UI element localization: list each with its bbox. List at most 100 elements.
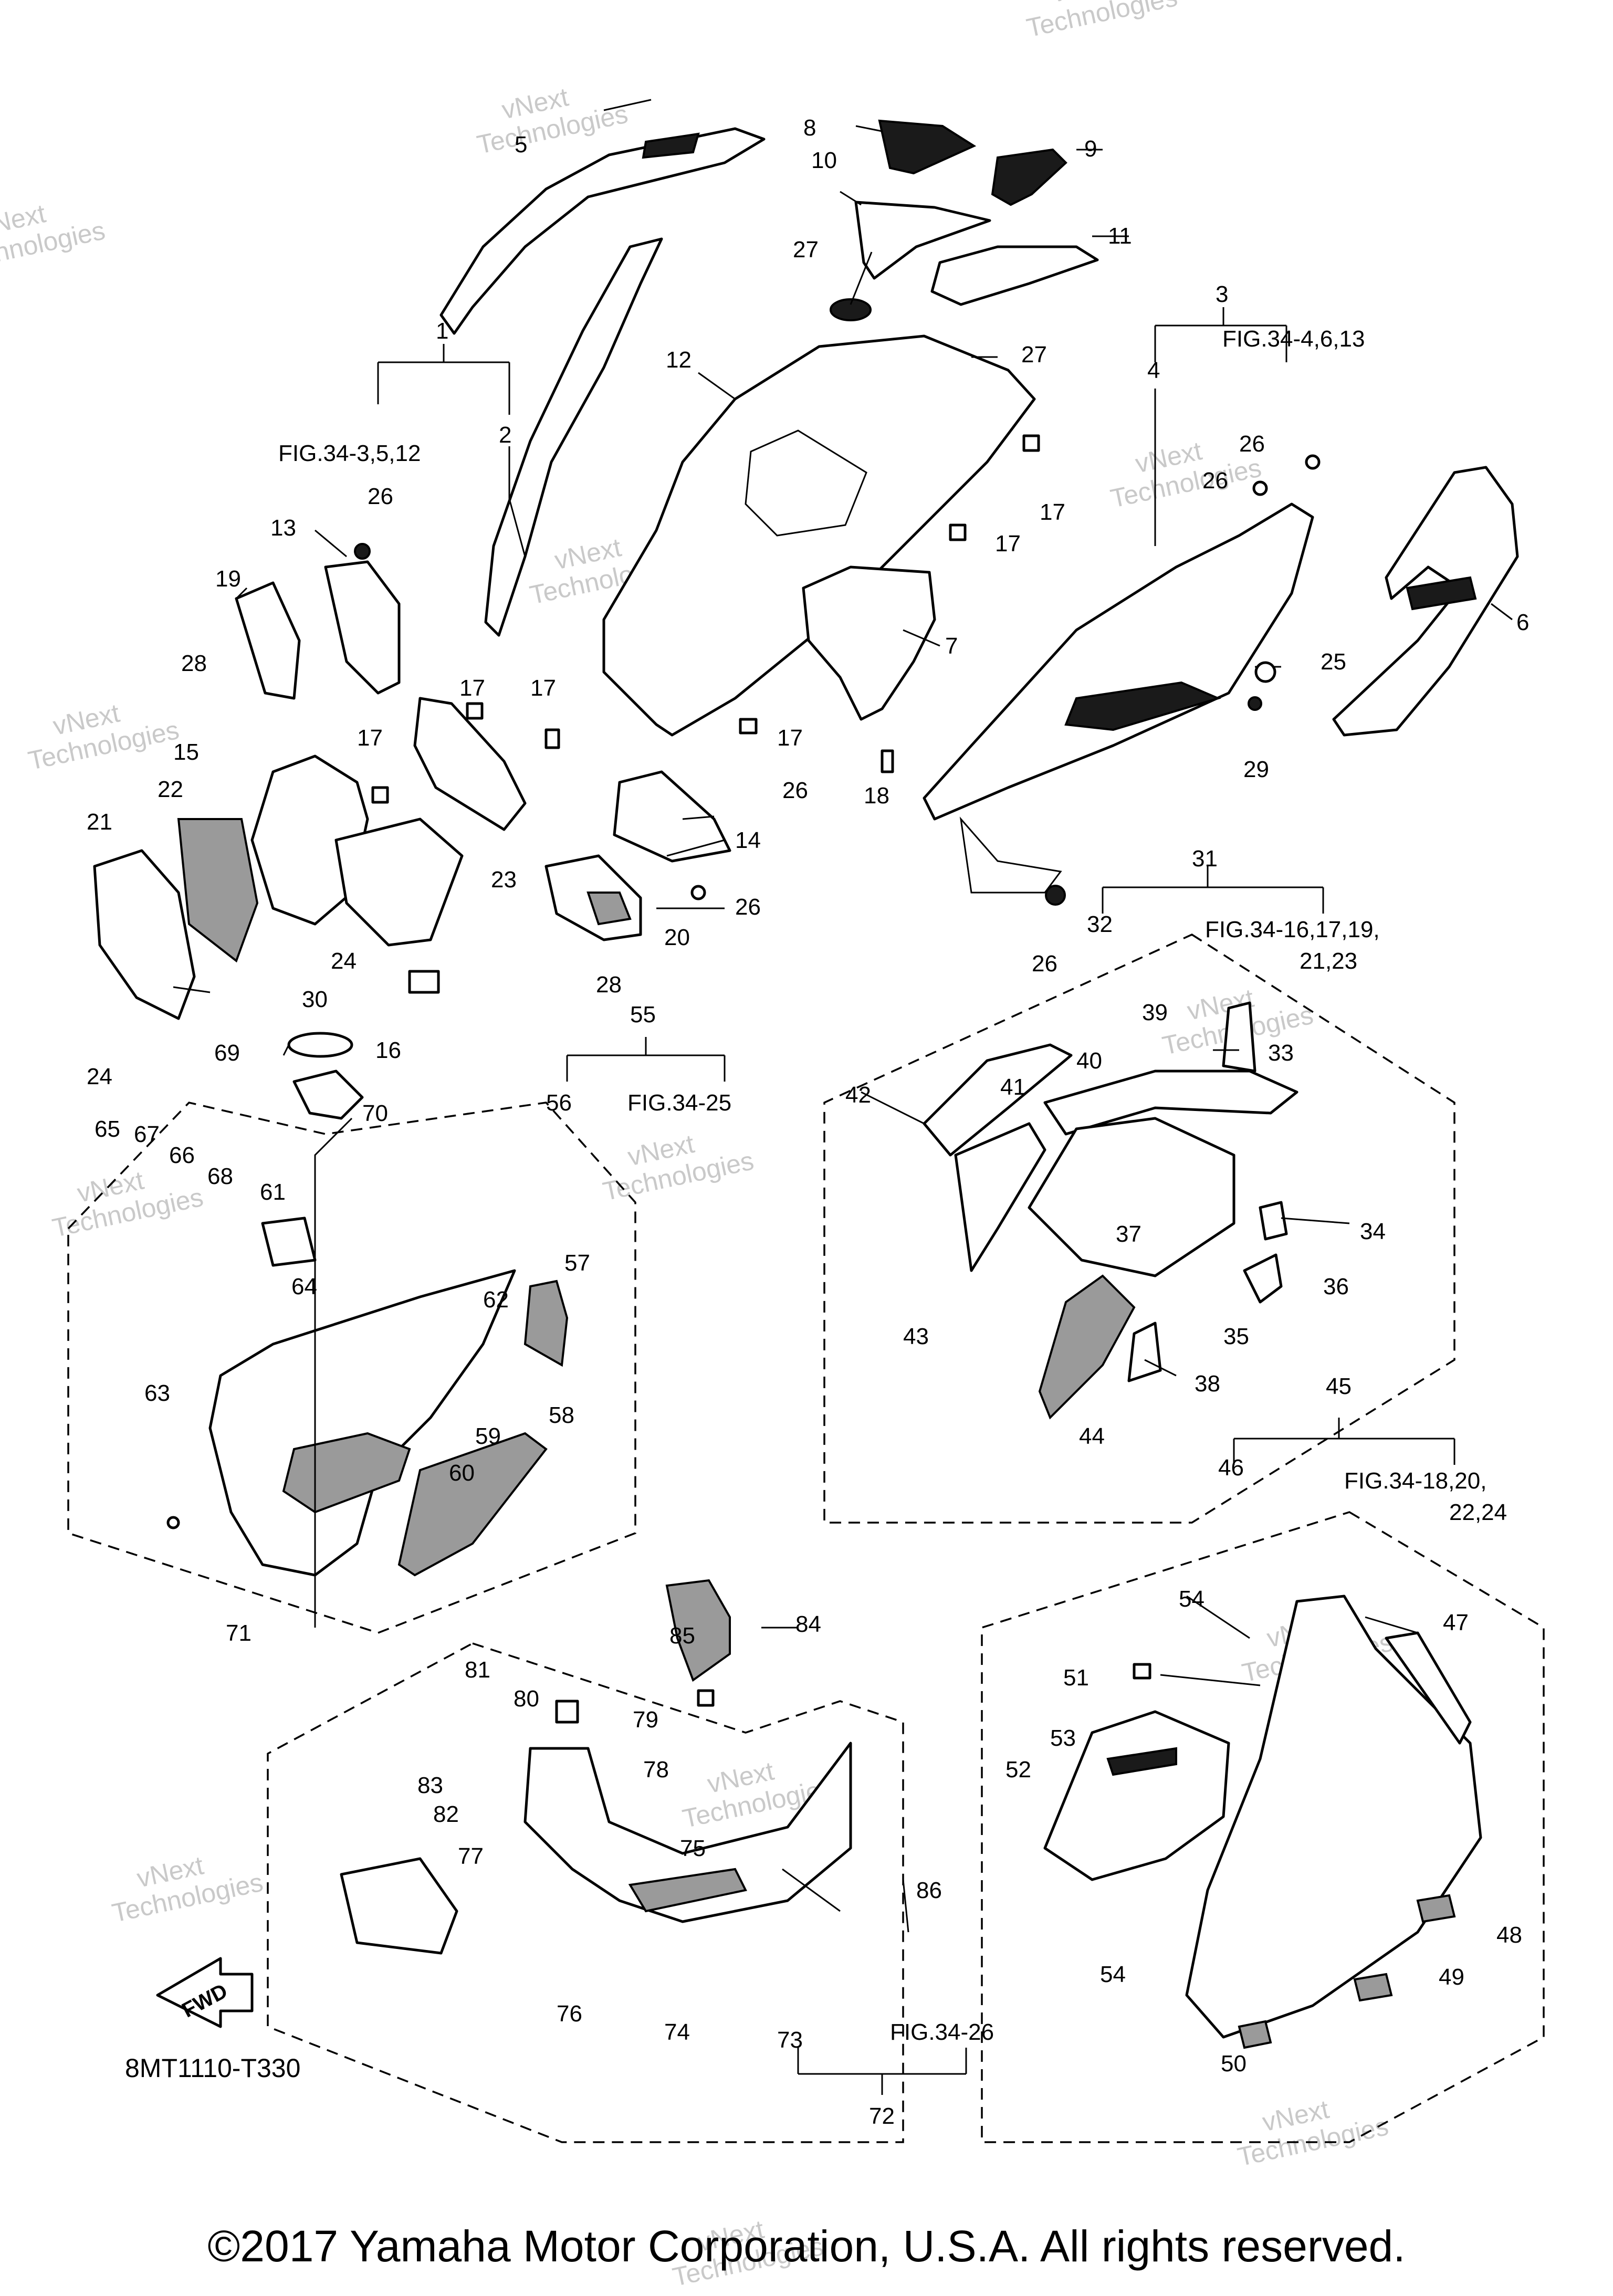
part-27-grommet bbox=[830, 298, 872, 321]
part-34 bbox=[1259, 1201, 1288, 1241]
part-58-mesh bbox=[397, 1432, 548, 1577]
callout-26: 26 bbox=[782, 778, 808, 803]
part-44-mesh bbox=[1038, 1274, 1136, 1420]
callout-80: 80 bbox=[514, 1686, 539, 1712]
callout-46: 46 bbox=[1218, 1455, 1244, 1481]
callout-86: 86 bbox=[916, 1878, 942, 1903]
part-4-side-panel bbox=[923, 502, 1314, 821]
callout-25: 25 bbox=[1321, 649, 1346, 675]
part-8 bbox=[878, 119, 977, 175]
part-36 bbox=[1243, 1253, 1283, 1304]
part-42 bbox=[923, 1043, 1073, 1157]
callout-57: 57 bbox=[564, 1250, 590, 1276]
part-4-lower-frame bbox=[959, 816, 1062, 894]
fasteners bbox=[166, 434, 1321, 1724]
part-57-mesh bbox=[523, 1280, 569, 1367]
callout-21: 21 bbox=[87, 809, 112, 835]
callout-66: 66 bbox=[169, 1142, 195, 1168]
callout-72: 72 bbox=[869, 2103, 895, 2129]
callout-42: 42 bbox=[845, 1082, 871, 1108]
callout-32: 32 bbox=[1087, 911, 1113, 937]
leader-lines bbox=[173, 99, 1513, 2095]
callout-11: 11 bbox=[1108, 223, 1132, 249]
callout-50: 50 bbox=[1221, 2051, 1247, 2077]
part-41 bbox=[954, 1122, 1046, 1272]
callout-51: 51 bbox=[1063, 1665, 1089, 1691]
callout-73: 73 bbox=[777, 2027, 803, 2053]
copyright-notice: ©2017 Yamaha Motor Corporation, U.S.A. A… bbox=[207, 2221, 1406, 2271]
callout-3: 3 bbox=[1216, 281, 1228, 307]
fig-ref-3: FIG.34-4,6,13 bbox=[1222, 326, 1365, 352]
callout-17: 17 bbox=[530, 675, 556, 701]
callout-55: 55 bbox=[630, 1002, 656, 1028]
callout-37: 37 bbox=[1116, 1221, 1141, 1247]
callout-22: 22 bbox=[158, 777, 183, 802]
callout-24: 24 bbox=[87, 1064, 112, 1089]
part-33 bbox=[1222, 1001, 1256, 1073]
callout-49: 49 bbox=[1439, 1964, 1464, 1990]
part-19 bbox=[235, 581, 301, 700]
callout-18: 18 bbox=[864, 783, 889, 809]
watermark: Technologies bbox=[1024, 0, 1180, 43]
callout-77: 77 bbox=[458, 1843, 484, 1869]
part-46-inner bbox=[1043, 1710, 1230, 1881]
part-12-inner-line bbox=[745, 429, 867, 537]
part-46-side-cowl bbox=[1185, 1595, 1482, 2039]
callout-1: 1 bbox=[436, 318, 448, 344]
callout-29: 29 bbox=[1243, 757, 1269, 782]
callout-67: 67 bbox=[134, 1121, 160, 1147]
callout-59: 59 bbox=[475, 1423, 501, 1449]
part-7 bbox=[802, 565, 936, 721]
callout-79: 79 bbox=[633, 1707, 658, 1733]
callout-26: 26 bbox=[1202, 468, 1228, 494]
callout-9: 9 bbox=[1084, 136, 1097, 162]
part-38 bbox=[1127, 1322, 1162, 1382]
part-84-plate bbox=[665, 1579, 731, 1682]
part-9 bbox=[991, 148, 1067, 206]
callout-36: 36 bbox=[1323, 1274, 1349, 1299]
fig-ref-45a: FIG.34-18,20, bbox=[1344, 1468, 1486, 1494]
part-69-ring bbox=[287, 1032, 353, 1058]
callout-85: 85 bbox=[669, 1623, 695, 1649]
callout-6: 6 bbox=[1516, 610, 1529, 635]
callout-17: 17 bbox=[357, 725, 383, 751]
callout-17: 17 bbox=[459, 675, 485, 701]
fig-ref-1: FIG.34-3,5,12 bbox=[278, 441, 421, 466]
callout-26: 26 bbox=[735, 894, 761, 920]
callout-26: 26 bbox=[1239, 431, 1265, 457]
callout-74: 74 bbox=[664, 2019, 690, 2045]
callout-2: 2 bbox=[499, 422, 511, 448]
callout-69: 69 bbox=[214, 1040, 240, 1066]
callout-34: 34 bbox=[1360, 1219, 1386, 1244]
callout-70: 70 bbox=[362, 1100, 388, 1126]
part-20-mesh bbox=[586, 892, 632, 926]
callout-5: 5 bbox=[515, 132, 527, 158]
callout-48: 48 bbox=[1496, 1922, 1522, 1948]
callout-84: 84 bbox=[795, 1611, 821, 1637]
callout-41: 41 bbox=[1000, 1074, 1026, 1100]
callout-17: 17 bbox=[1040, 499, 1065, 525]
callout-64: 64 bbox=[291, 1274, 317, 1299]
callout-63: 63 bbox=[144, 1380, 170, 1406]
part-10 bbox=[854, 201, 991, 280]
callout-8: 8 bbox=[803, 115, 816, 141]
part-48-mesh bbox=[1416, 1894, 1456, 1923]
section-46-boundary bbox=[981, 1511, 1545, 2143]
callout-7: 7 bbox=[945, 633, 958, 659]
callout-27: 27 bbox=[1021, 342, 1047, 368]
callout-10: 10 bbox=[811, 148, 837, 173]
part-16 bbox=[334, 817, 464, 947]
callout-82: 82 bbox=[433, 1801, 459, 1827]
callout-47: 47 bbox=[1443, 1610, 1469, 1635]
callout-83: 83 bbox=[417, 1773, 443, 1798]
part-47 bbox=[1385, 1631, 1472, 1745]
callout-35: 35 bbox=[1223, 1324, 1249, 1349]
fig-ref-31b: 21,23 bbox=[1300, 948, 1357, 974]
callout-39: 39 bbox=[1142, 1000, 1168, 1025]
callout-numbers: 5 8 9 10 11 27 27 12 1 FIG.34-3,5,12 2 3… bbox=[87, 115, 1529, 2129]
callout-17: 17 bbox=[995, 531, 1021, 557]
section-56-boundary bbox=[67, 1102, 636, 1634]
callout-24: 24 bbox=[331, 948, 357, 974]
part-46-vent bbox=[1106, 1747, 1177, 1776]
part-61 bbox=[261, 1217, 317, 1267]
